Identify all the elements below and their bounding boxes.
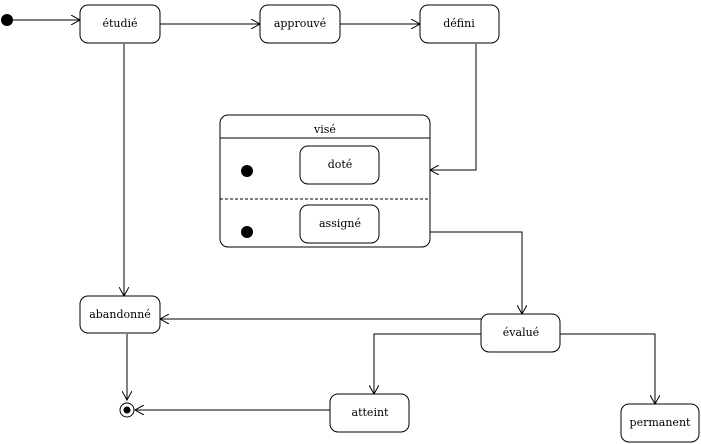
initial-state-dote-icon [241, 165, 253, 177]
transition-evalue-to-permanent [560, 333, 655, 404]
initial-state-icon [1, 14, 13, 26]
transitions [13, 20, 655, 410]
state-permanent: permanent [620, 403, 700, 443]
state-evalue-label: évalué [503, 326, 539, 339]
state-dote-label: doté [328, 158, 353, 171]
state-approuve: approuvé [259, 4, 341, 44]
transition-defini-to-vise [430, 44, 477, 170]
state-evalue: évalué [480, 313, 561, 353]
initial-state-assigne-icon [241, 226, 253, 238]
state-assigne: assigné [299, 204, 380, 244]
state-etudie-label: étudié [102, 17, 137, 30]
state-atteint: atteint [329, 393, 410, 433]
state-abandonne-label: abandonné [89, 308, 151, 321]
state-vise-label: visé [313, 123, 336, 136]
transition-evalue-to-atteint [374, 333, 481, 394]
state-atteint-label: atteint [352, 406, 390, 419]
state-abandonne: abandonné [79, 295, 161, 334]
state-permanent-label: permanent [630, 416, 691, 429]
transition-vise-to-evalue [430, 231, 522, 314]
state-defini: défini [419, 4, 500, 44]
state-etudie: étudié [79, 4, 161, 44]
state-approuve-label: approuvé [274, 17, 326, 30]
state-dote: doté [299, 145, 380, 185]
final-state-icon [119, 402, 135, 418]
state-assigne-label: assigné [319, 217, 361, 230]
state-vise: visé doté assigné [219, 114, 431, 248]
state-defini-label: défini [443, 17, 475, 30]
